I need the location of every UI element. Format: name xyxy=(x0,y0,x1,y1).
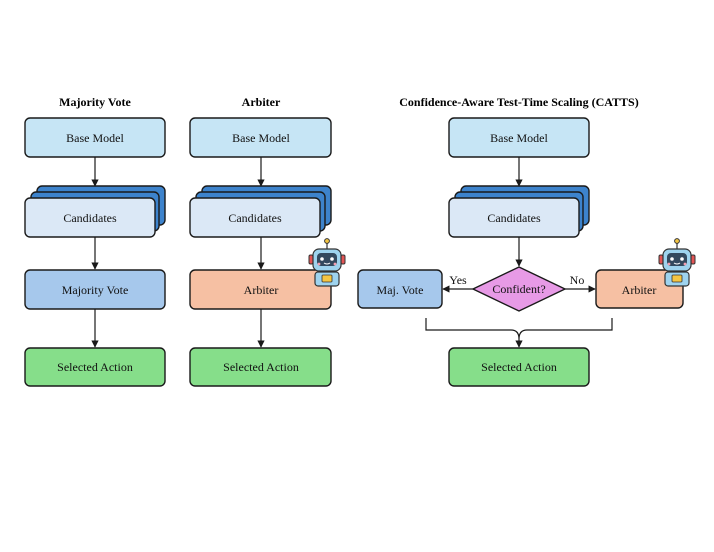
maj-vote-node: Maj. Vote xyxy=(357,269,443,309)
maj-vote-label: Maj. Vote xyxy=(377,283,424,297)
arbiter-node: Arbiter xyxy=(595,269,684,309)
base-model-label: Base Model xyxy=(232,131,290,145)
candidates-node: Candidates xyxy=(24,185,166,238)
candidates-label: Candidates xyxy=(228,211,282,225)
base-model-label: Base Model xyxy=(66,131,124,145)
majority-vote-label: Majority Vote xyxy=(62,283,129,297)
column-arbiter: Arbiter Base Model Candidates Arbiter Se… xyxy=(189,95,346,387)
candidates-label: Candidates xyxy=(63,211,117,225)
arbiter-node: Arbiter xyxy=(189,269,332,310)
selected-action-label: Selected Action xyxy=(481,360,557,374)
candidates-label: Candidates xyxy=(487,211,541,225)
base-model-node: Base Model xyxy=(189,117,332,158)
column-catts: Confidence-Aware Test-Time Scaling (CATT… xyxy=(357,95,696,387)
base-model-label: Base Model xyxy=(490,131,548,145)
no-label: No xyxy=(570,273,585,287)
candidates-node: Candidates xyxy=(189,185,332,238)
selected-action-label: Selected Action xyxy=(57,360,133,374)
base-model-node: Base Model xyxy=(448,117,590,158)
title-arbiter: Arbiter xyxy=(242,95,281,109)
arbiter-label: Arbiter xyxy=(244,283,279,297)
majority-vote-node: Majority Vote xyxy=(24,269,166,310)
confident-label: Confident? xyxy=(492,282,545,296)
selected-action-node: Selected Action xyxy=(189,347,332,387)
title-catts: Confidence-Aware Test-Time Scaling (CATT… xyxy=(399,95,638,109)
base-model-node: Base Model xyxy=(24,117,166,158)
selected-action-label: Selected Action xyxy=(223,360,299,374)
confident-decision-node: Confident? xyxy=(471,266,567,312)
title-majority-vote: Majority Vote xyxy=(59,95,131,109)
arbiter-label: Arbiter xyxy=(622,283,657,297)
merge-brace xyxy=(425,318,613,340)
selected-action-node: Selected Action xyxy=(448,347,590,387)
robot-icon xyxy=(658,238,696,287)
selected-action-node: Selected Action xyxy=(24,347,166,387)
yes-label: Yes xyxy=(449,273,467,287)
candidates-node: Candidates xyxy=(448,185,590,238)
column-majority-vote: Majority Vote Base Model Candidates Majo… xyxy=(24,95,166,387)
